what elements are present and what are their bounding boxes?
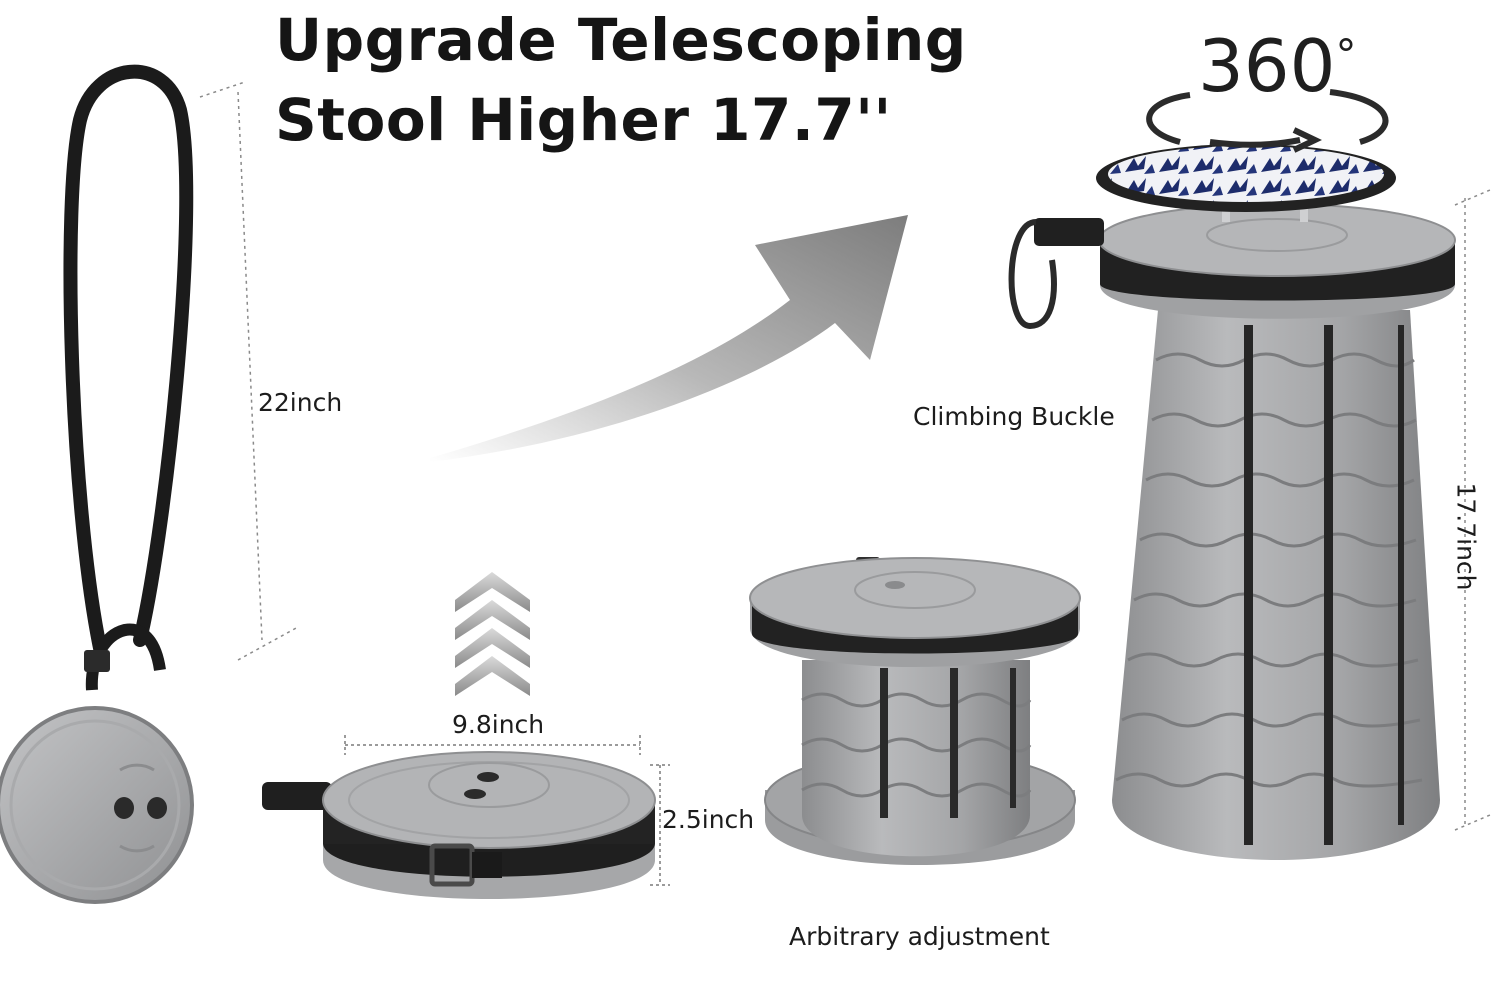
carabiner-label: Climbing Buckle	[913, 402, 1115, 431]
carabiner-strap	[1034, 218, 1104, 246]
hand-hole-left	[114, 797, 134, 819]
folded-height-label: 2.5inch	[662, 805, 755, 834]
hanging-stool	[0, 64, 194, 904]
growth-arrow	[430, 215, 908, 462]
rotation-value: 360	[1198, 24, 1336, 108]
folded-stool	[262, 751, 656, 899]
rotation-arrow-icon	[1146, 89, 1389, 153]
folded-stool-hole-1	[477, 772, 499, 782]
folded-height-dimension	[650, 764, 670, 886]
mid-stool	[749, 557, 1081, 865]
hanging-stool-rim	[9, 719, 181, 891]
carabiner-icon	[1008, 219, 1057, 330]
title-line-2: Stool Higher 17.7''	[275, 86, 892, 154]
shoulder-strap	[63, 64, 194, 655]
strap-dimension	[199, 81, 299, 661]
strap-buckle	[84, 650, 110, 672]
tall-stool-body	[1112, 310, 1440, 860]
page-title: Upgrade Telescoping Stool Higher 17.7''	[275, 0, 967, 160]
folded-stool-tab	[262, 782, 332, 810]
rotation-label: 360°	[1198, 24, 1356, 108]
hanging-stool-disc	[0, 706, 194, 904]
hand-hole-right	[147, 797, 167, 819]
up-chevrons	[455, 572, 530, 696]
diameter-label: 9.8inch	[452, 710, 545, 739]
folded-stool-hole-2	[464, 789, 486, 799]
tall-stool	[1008, 200, 1456, 860]
folded-stool-top	[322, 751, 656, 849]
mid-stool-top	[749, 557, 1081, 639]
extended-height-label: 17.7inch	[1451, 482, 1481, 591]
strap-height-label: 22inch	[258, 388, 343, 417]
tall-stool-top	[1098, 203, 1456, 277]
diameter-dimension	[344, 735, 641, 755]
mid-stool-label: Arbitrary adjustment	[789, 922, 1050, 951]
rotation-unit: °	[1335, 30, 1357, 79]
mid-stool-body	[802, 660, 1030, 857]
title-line-1: Upgrade Telescoping	[275, 6, 967, 74]
seat-cushion-pattern	[1108, 146, 1384, 202]
